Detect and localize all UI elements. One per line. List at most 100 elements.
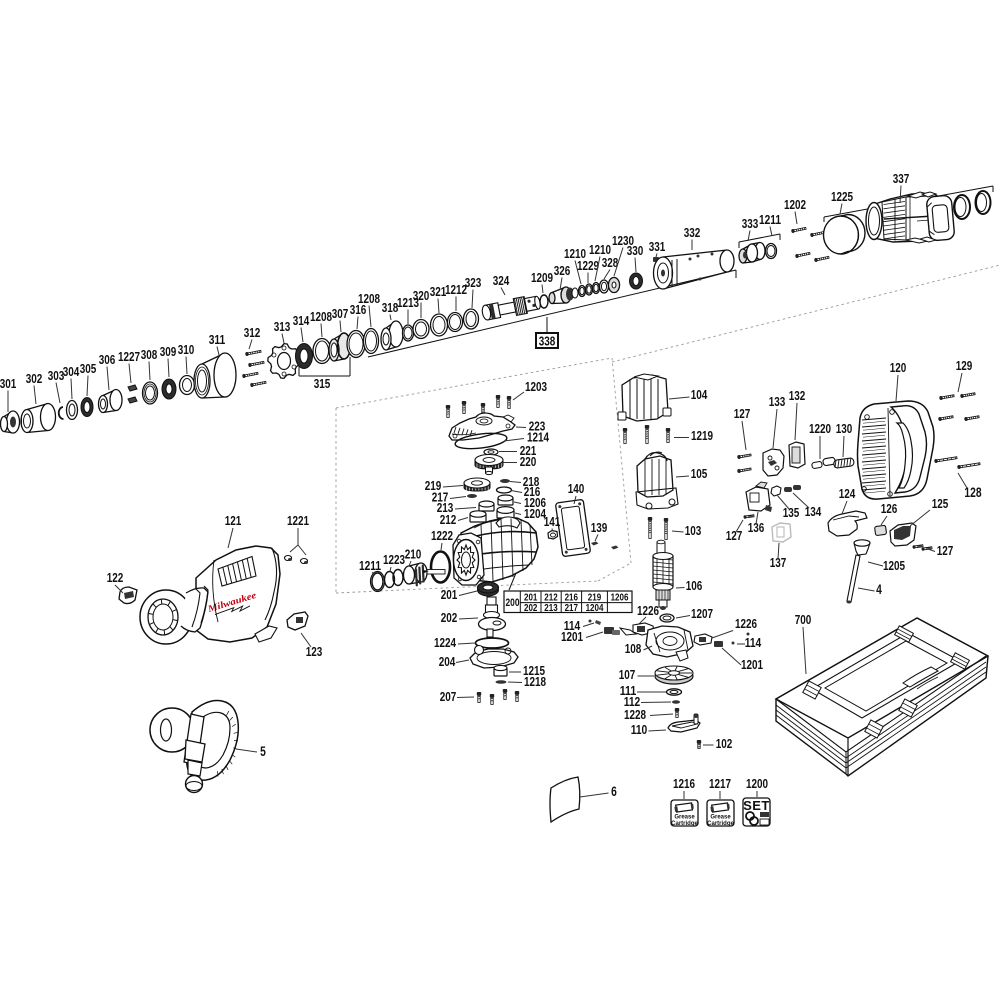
svg-text:302: 302 [26, 371, 43, 386]
svg-text:1200: 1200 [746, 776, 768, 791]
svg-text:216: 216 [524, 484, 541, 499]
svg-text:102: 102 [716, 736, 733, 751]
svg-text:314: 314 [293, 313, 310, 328]
svg-text:1218: 1218 [524, 674, 546, 689]
svg-text:223: 223 [529, 419, 546, 434]
svg-text:1208: 1208 [358, 291, 380, 306]
svg-text:1209: 1209 [531, 270, 553, 285]
svg-text:127: 127 [937, 543, 954, 558]
svg-text:1228: 1228 [624, 707, 646, 722]
svg-text:318: 318 [382, 300, 399, 315]
svg-text:307: 307 [332, 306, 349, 321]
svg-text:4: 4 [876, 582, 882, 597]
svg-text:1208: 1208 [310, 309, 332, 324]
svg-text:323: 323 [465, 275, 482, 290]
svg-text:114: 114 [564, 618, 581, 633]
svg-text:107: 107 [619, 667, 636, 682]
svg-text:312: 312 [244, 325, 261, 340]
svg-text:331: 331 [649, 239, 666, 254]
svg-text:1229: 1229 [577, 258, 599, 273]
svg-text:137: 137 [770, 555, 787, 570]
svg-text:1222: 1222 [431, 528, 453, 543]
svg-text:1211: 1211 [759, 212, 781, 227]
svg-text:127: 127 [734, 406, 751, 421]
svg-text:1220: 1220 [809, 421, 831, 436]
svg-text:1225: 1225 [831, 189, 853, 204]
svg-text:202: 202 [524, 602, 538, 614]
svg-text:310: 310 [178, 342, 195, 357]
svg-text:315: 315 [314, 376, 331, 391]
svg-text:330: 330 [627, 243, 644, 258]
svg-text:1201: 1201 [741, 657, 763, 672]
svg-text:Cartridge: Cartridge [707, 821, 734, 827]
svg-text:1211: 1211 [359, 558, 381, 573]
svg-text:202: 202 [441, 610, 458, 625]
svg-text:1206: 1206 [611, 592, 629, 604]
svg-text:1214: 1214 [527, 430, 550, 445]
svg-text:309: 309 [160, 344, 177, 359]
svg-text:1223: 1223 [383, 552, 405, 567]
svg-text:1207: 1207 [691, 606, 713, 621]
svg-text:311: 311 [209, 332, 226, 347]
svg-text:338: 338 [539, 334, 556, 349]
svg-text:305: 305 [80, 361, 97, 376]
svg-text:332: 332 [684, 225, 701, 240]
svg-text:320: 320 [413, 288, 430, 303]
svg-text:141: 141 [544, 514, 561, 529]
svg-text:306: 306 [99, 352, 116, 367]
svg-text:219: 219 [425, 478, 442, 493]
svg-text:321: 321 [430, 284, 447, 299]
svg-text:1219: 1219 [691, 428, 713, 443]
svg-text:219: 219 [588, 592, 602, 604]
svg-text:210: 210 [405, 547, 422, 562]
svg-text:129: 129 [956, 358, 973, 373]
svg-text:1204: 1204 [524, 506, 547, 521]
svg-text:Grease: Grease [710, 815, 731, 821]
svg-text:304: 304 [63, 364, 80, 379]
svg-text:124: 124 [839, 486, 856, 501]
svg-text:1227: 1227 [118, 349, 140, 364]
svg-text:218: 218 [523, 474, 540, 489]
svg-text:337: 337 [893, 171, 910, 186]
svg-text:114: 114 [745, 635, 762, 650]
svg-text:308: 308 [141, 347, 158, 362]
svg-text:333: 333 [742, 216, 759, 231]
svg-text:700: 700 [795, 612, 812, 627]
svg-text:111: 111 [620, 683, 637, 698]
svg-text:1213: 1213 [397, 295, 419, 310]
svg-text:110: 110 [631, 722, 648, 737]
svg-text:112: 112 [624, 694, 641, 709]
svg-text:6: 6 [611, 784, 617, 799]
svg-text:313: 313 [274, 319, 291, 334]
svg-text:140: 140 [568, 481, 585, 496]
svg-text:5: 5 [260, 744, 266, 759]
svg-text:216: 216 [565, 592, 579, 604]
svg-text:1226: 1226 [637, 603, 659, 618]
svg-text:316: 316 [350, 302, 367, 317]
svg-text:1216: 1216 [673, 776, 695, 791]
svg-text:1224: 1224 [434, 635, 457, 650]
svg-text:301: 301 [0, 376, 16, 391]
svg-text:106: 106 [686, 578, 703, 593]
svg-text:326: 326 [554, 263, 571, 278]
svg-text:1205: 1205 [883, 558, 905, 573]
svg-text:132: 132 [789, 388, 806, 403]
svg-text:133: 133 [769, 394, 786, 409]
svg-text:201: 201 [524, 592, 538, 604]
svg-text:136: 136 [748, 520, 765, 535]
svg-text:1210: 1210 [564, 246, 586, 261]
svg-text:121: 121 [225, 513, 242, 528]
svg-text:135: 135 [783, 505, 800, 520]
svg-text:217: 217 [432, 490, 449, 505]
svg-text:1203: 1203 [525, 379, 547, 394]
svg-text:125: 125 [932, 496, 949, 511]
svg-text:120: 120 [890, 360, 907, 375]
svg-text:Grease: Grease [674, 815, 695, 821]
svg-text:213: 213 [544, 602, 558, 614]
svg-text:103: 103 [685, 523, 702, 538]
svg-text:105: 105 [691, 466, 708, 481]
svg-text:207: 207 [440, 689, 457, 704]
svg-text:1221: 1221 [287, 513, 309, 528]
svg-text:324: 324 [493, 273, 510, 288]
svg-text:126: 126 [881, 501, 898, 516]
